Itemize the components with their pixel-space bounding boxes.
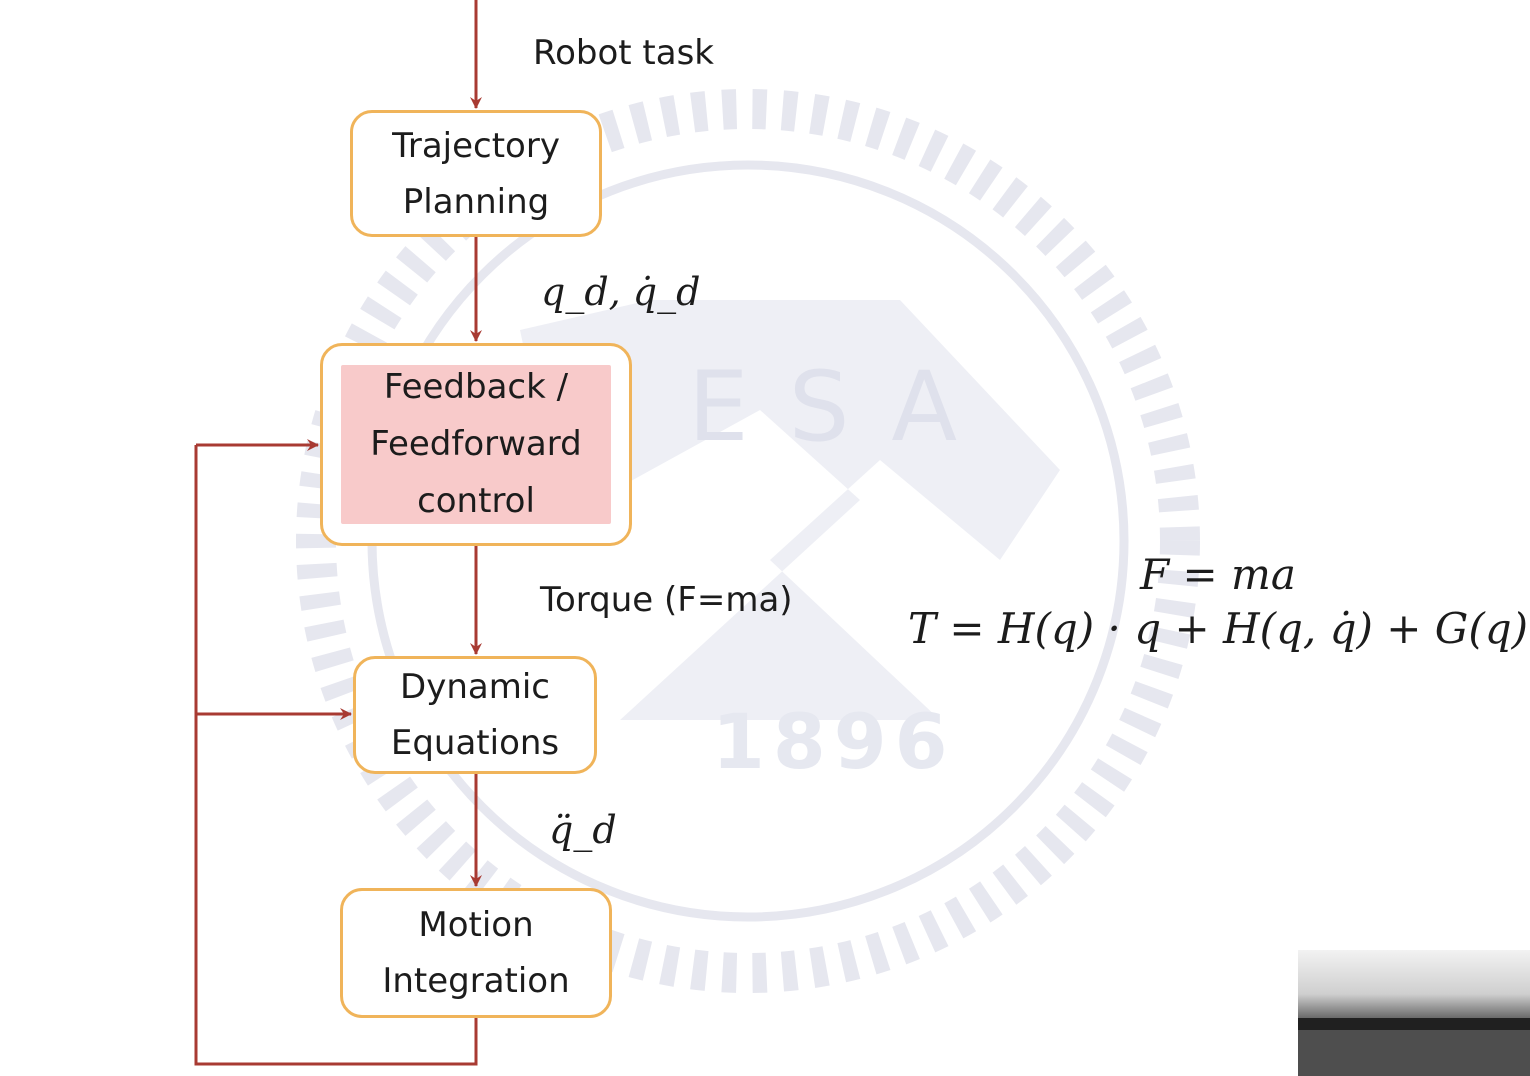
feedback-feedforward-box: Feedback / Feedforward control xyxy=(320,343,632,546)
motion-integration-label: Motion Integration xyxy=(382,905,570,1001)
dynamic-equations-box: Dynamic Equations xyxy=(353,656,597,774)
trajectory-planning-box: Trajectory Planning xyxy=(350,110,602,237)
corner-photo-fragment xyxy=(1298,950,1530,1076)
desired-acceleration-label: q̈_d xyxy=(549,808,617,852)
trajectory-planning-label: Trajectory Planning xyxy=(392,125,560,222)
desired-position-velocity-label: q_d, q̇_d xyxy=(541,270,701,314)
seal-year: 1896 xyxy=(712,697,956,786)
feedback-feedforward-label: Feedback / Feedforward control xyxy=(370,367,582,521)
robot-task-label: Robot task xyxy=(533,33,714,73)
equation-torque: T = H(q) · q + H(q, q̇) + G(q) xyxy=(908,604,1528,653)
dynamic-equations-label: Dynamic Equations xyxy=(390,667,560,763)
equation-newton: F = ma xyxy=(1140,550,1296,599)
seal-letters: ESA xyxy=(688,351,997,463)
motion-integration-box: Motion Integration xyxy=(340,888,612,1018)
feedback-highlight: Feedback / Feedforward control xyxy=(341,365,611,524)
torque-label: Torque (F=ma) xyxy=(540,580,793,620)
